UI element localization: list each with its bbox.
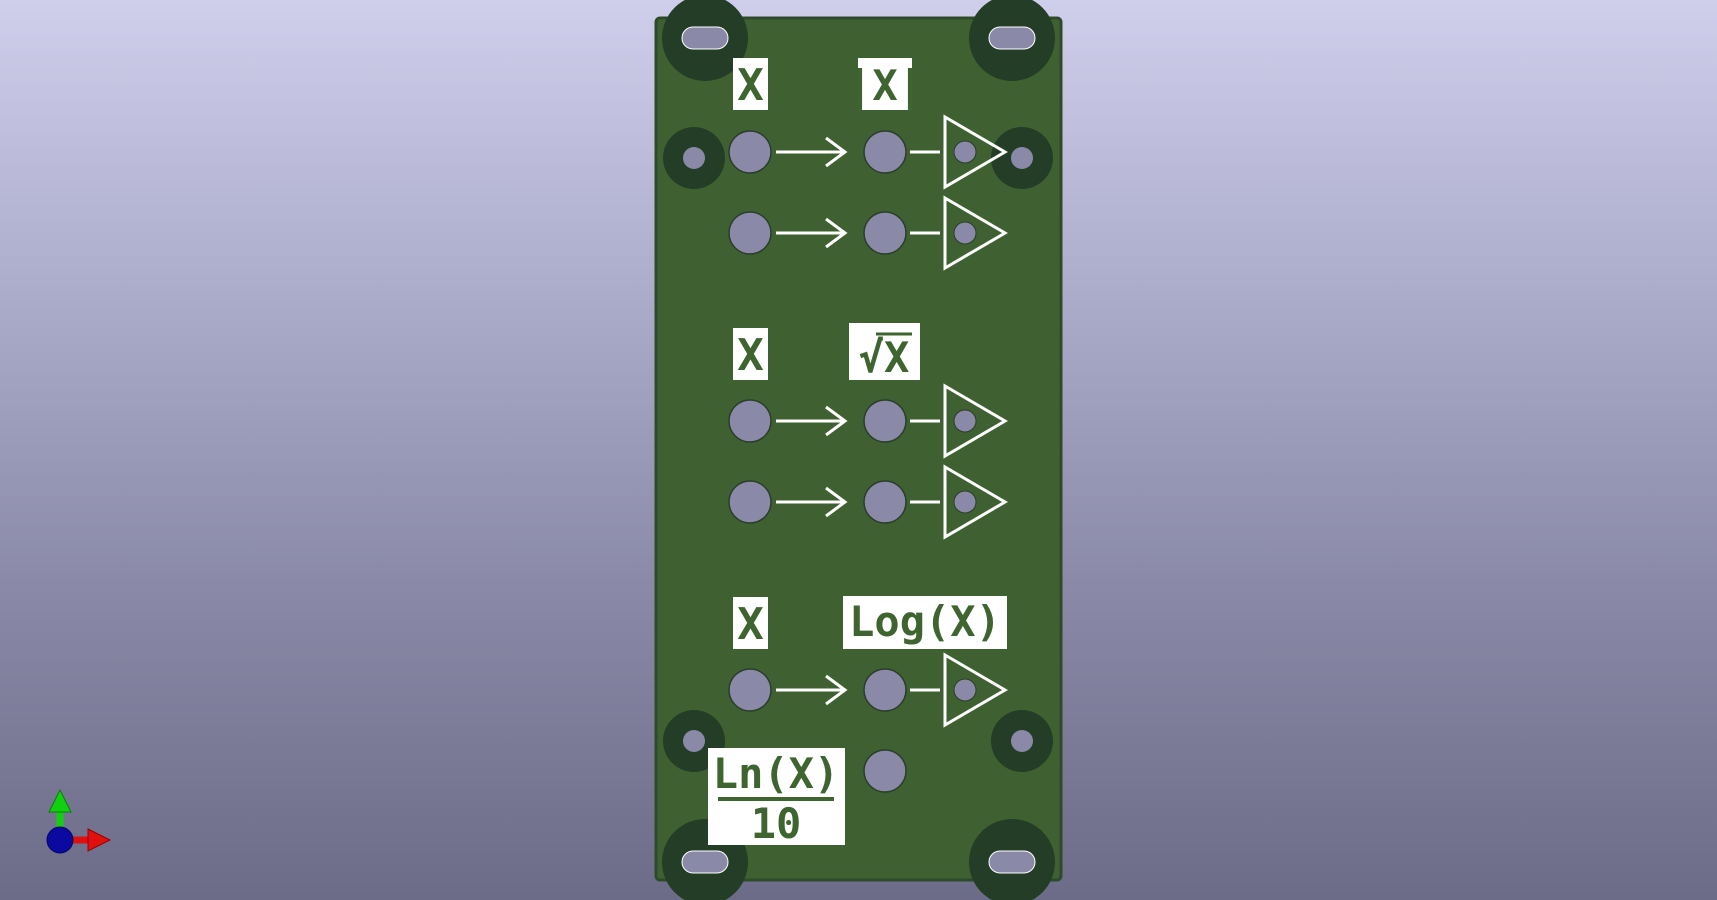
- jack-input-3[interactable]: [728, 399, 772, 443]
- label-box-output: [843, 596, 1007, 649]
- jack-output-4[interactable]: [863, 480, 907, 524]
- jack-output-5[interactable]: [863, 668, 907, 712]
- input-label: X: [737, 330, 764, 381]
- led-indicator-3: [943, 383, 1008, 459]
- label-box-input: [733, 328, 768, 380]
- led-indicator-2: [943, 195, 1008, 271]
- y-axis-arrow-icon: [48, 788, 72, 813]
- axis-gizmo[interactable]: [46, 788, 112, 854]
- led-hole: [953, 140, 977, 164]
- jack-input-2[interactable]: [728, 211, 772, 255]
- triangle-icon: [943, 652, 1008, 728]
- jack-output-2[interactable]: [863, 211, 907, 255]
- section-abs: X |X|: [728, 58, 1008, 271]
- ln-label-numerator: Ln(X): [713, 749, 839, 798]
- jack-input-5[interactable]: [728, 668, 772, 712]
- jack-input-4[interactable]: [728, 480, 772, 524]
- led-hole: [953, 490, 977, 514]
- ln-label-denominator: 10: [751, 799, 802, 848]
- triangle-icon: [943, 195, 1008, 271]
- input-label: X: [737, 60, 764, 111]
- jack-output-ln[interactable]: [863, 749, 907, 793]
- triangle-icon: [943, 114, 1008, 190]
- led-indicator-5: [943, 652, 1008, 728]
- label-box-output: [858, 58, 912, 110]
- mount-pad-right-bottom: [991, 710, 1053, 772]
- label-box-input: [733, 58, 768, 110]
- arrow-icon: [776, 486, 848, 518]
- input-label: X: [737, 599, 764, 650]
- led-hole: [953, 678, 977, 702]
- section-sqrt: X √X: [728, 323, 1008, 540]
- led-hole: [953, 409, 977, 433]
- label-box-input: [733, 597, 768, 649]
- triangle-icon: [943, 383, 1008, 459]
- section-log: X Log(X) Ln(X) 10: [708, 596, 1008, 848]
- arrow-icon: [776, 674, 848, 706]
- output-label: |X|: [847, 61, 923, 110]
- slot-mount-top-right: [969, 0, 1055, 81]
- led-hole: [953, 221, 977, 245]
- x-axis-arrow-icon: [87, 828, 112, 852]
- slot-mount-top-left: [662, 0, 748, 81]
- arrow-icon: [776, 217, 848, 249]
- led-indicator-1: [943, 114, 1008, 190]
- front-panel: X |X|: [654, 0, 1063, 900]
- triangle-icon: [943, 464, 1008, 540]
- arrow-icon: [776, 136, 848, 168]
- output-label: √X: [859, 333, 910, 382]
- slot-mount-bottom-right: [969, 819, 1055, 900]
- label-box-ln: [708, 748, 845, 845]
- mount-pad-right-top: [991, 127, 1053, 189]
- z-axis-origin-icon: [46, 826, 74, 854]
- led-indicator-4: [943, 464, 1008, 540]
- arrow-icon: [776, 405, 848, 437]
- jack-output-3[interactable]: [863, 399, 907, 443]
- output-label: Log(X): [849, 597, 1001, 646]
- jack-input-1[interactable]: [728, 130, 772, 174]
- jack-output-1[interactable]: [863, 130, 907, 174]
- mount-pad-left-top: [663, 127, 725, 189]
